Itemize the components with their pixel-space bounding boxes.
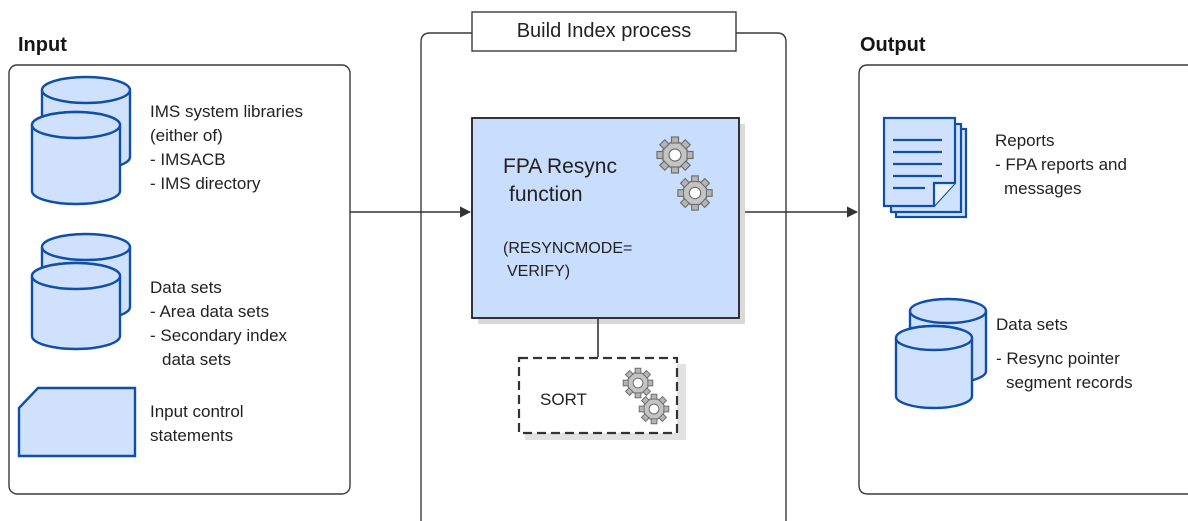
output-datasets-label: Data sets xyxy=(996,315,1068,334)
process-panel xyxy=(420,32,787,521)
input-datasets-item-secondary-cont: data sets xyxy=(162,350,231,369)
reports-item: - FPA reports and xyxy=(995,155,1127,174)
ims-libraries-label: IMS system libraries xyxy=(150,102,304,121)
process-title: Build Index process xyxy=(516,20,692,42)
ims-libraries-database-icon xyxy=(30,75,132,206)
sort-gear-icon xyxy=(622,367,654,399)
function-title: FPA Resync xyxy=(503,155,617,178)
output-heading: Output xyxy=(860,34,926,56)
control-statements-label: Input control xyxy=(150,402,244,421)
process-title-box xyxy=(471,11,737,52)
fpa-resync-function-box xyxy=(471,117,740,319)
reports-label: Reports xyxy=(995,131,1055,150)
ims-libraries-item-imsacb: - IMSACB xyxy=(150,150,226,169)
function-gear-icon xyxy=(656,136,694,174)
output-datasets-database-icon xyxy=(894,297,988,410)
reports-document-icon xyxy=(882,116,968,219)
sort-gear-icon-small xyxy=(638,393,670,425)
function-param-value: VERIFY) xyxy=(507,263,571,280)
ims-libraries-item-directory: - IMS directory xyxy=(150,174,261,193)
input-datasets-label: Data sets xyxy=(150,278,222,297)
ims-libraries-note: (either of) xyxy=(150,126,223,145)
control-statements-card-icon xyxy=(17,386,137,458)
input-datasets-item-secondary: - Secondary index xyxy=(150,326,288,345)
output-panel xyxy=(858,64,1188,495)
control-statements-label-cont: statements xyxy=(150,426,234,445)
output-datasets-item: - Resync pointer xyxy=(996,349,1120,368)
function-title-cont: function xyxy=(509,183,583,206)
reports-item-cont: messages xyxy=(1004,179,1082,198)
input-datasets-item-area: - Area data sets xyxy=(150,302,270,321)
sort-label: SORT xyxy=(540,390,587,409)
input-heading: Input xyxy=(18,34,67,56)
output-datasets-item-cont: segment records xyxy=(1006,373,1133,392)
function-param: (RESYNCMODE= xyxy=(503,240,633,257)
input-datasets-database-icon xyxy=(30,232,132,351)
function-gear-icon-small xyxy=(677,175,713,211)
